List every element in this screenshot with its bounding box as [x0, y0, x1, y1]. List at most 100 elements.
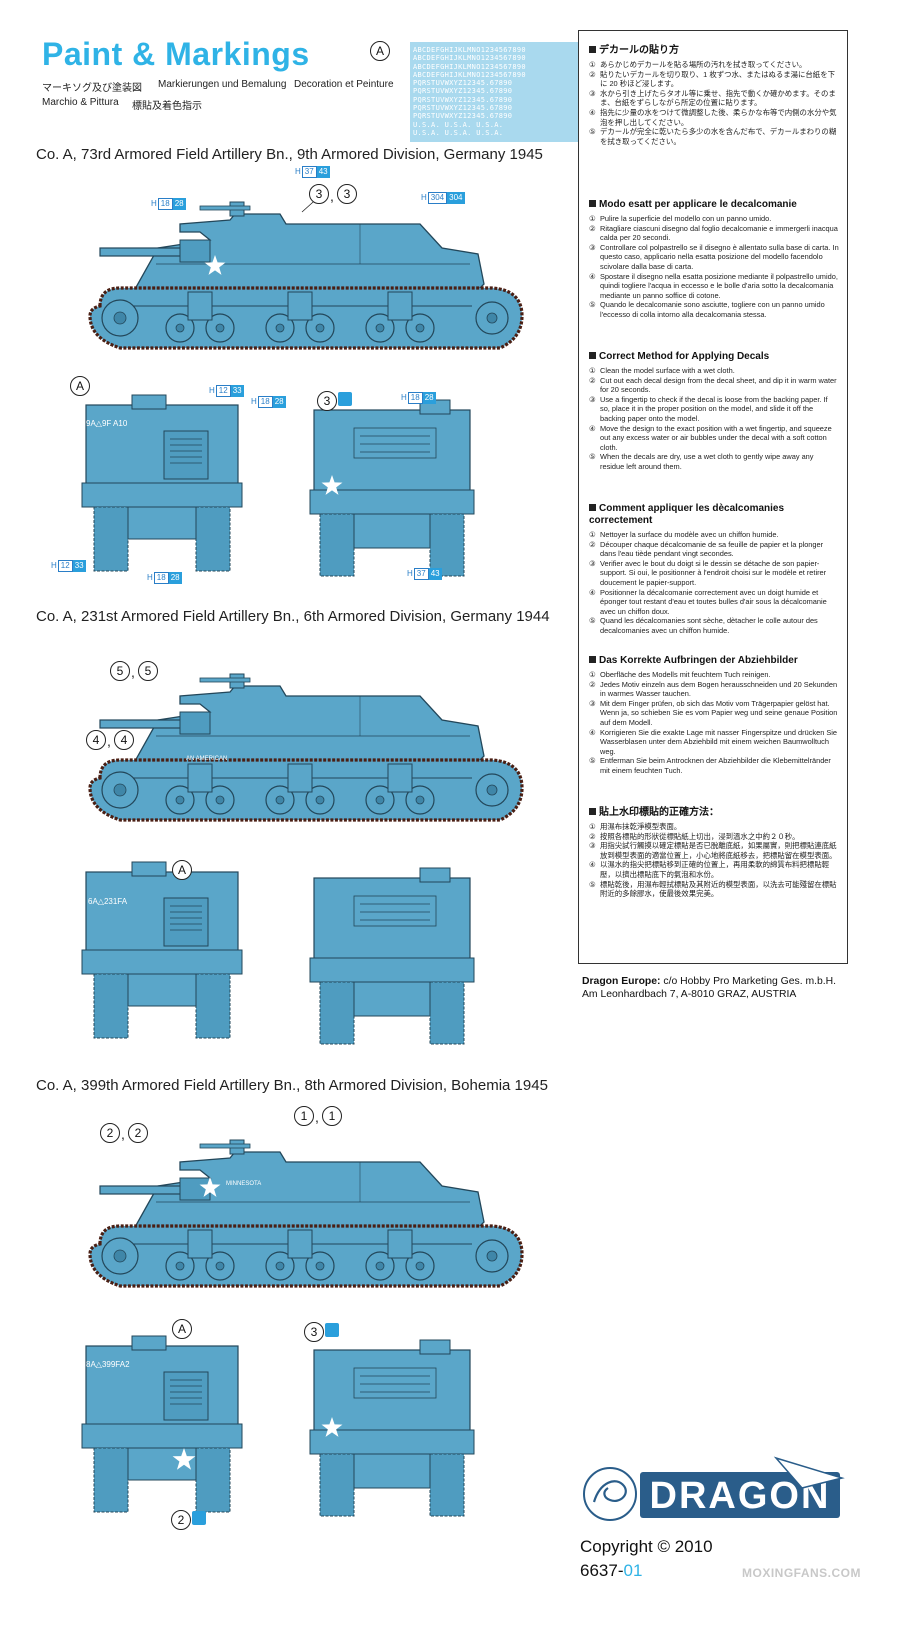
- instruction-heading: Comment appliquer les dècalcomanies corr…: [589, 503, 785, 526]
- callout-5: 5: [110, 661, 130, 681]
- callout-3: 3: [317, 391, 337, 411]
- marking-text: 6A△231FA: [88, 897, 128, 906]
- decal-line: ABCDEFGHIJKLMNO1234567890: [413, 62, 526, 71]
- instruction-heading: Das Korrekte Aufbringen der Abziehbilder: [589, 655, 839, 667]
- callout-separator: ,: [107, 733, 111, 749]
- subtitle-german: Markierungen und Bemalung: [158, 79, 287, 90]
- callout-2: 2: [171, 1510, 191, 1530]
- page-title: Paint & Markings: [42, 36, 310, 72]
- subtitle-french: Decoration et Peinture: [294, 79, 394, 90]
- decal-line: U.S.A. U.S.A. U.S.A.: [413, 120, 504, 129]
- decal-line: U.S.A. U.S.A. U.S.A.: [413, 128, 504, 137]
- callout-2: 2: [128, 1123, 148, 1143]
- company-rest: c/o Hobby Pro Marketing Ges. m.b.H.: [663, 976, 837, 987]
- callout-3: 3: [337, 184, 357, 204]
- scheme-3-side-view: [88, 1138, 524, 1288]
- callout-3: 3: [309, 184, 329, 204]
- instructions-italian: Modo esatt per applicare le decalcomanie…: [589, 199, 839, 320]
- callout-a: A: [70, 376, 90, 396]
- instructions-french: Comment appliquer les dècalcomanies corr…: [589, 503, 839, 636]
- callout-separator: ,: [121, 1126, 125, 1142]
- callout-4: 4: [114, 730, 134, 750]
- callout-1: 1: [294, 1106, 314, 1126]
- decal-line: ABCDEFGHIJKLMNO1234567890: [413, 70, 526, 79]
- marking-text: CRAZY HELEN: [130, 705, 172, 711]
- callout-5: 5: [138, 661, 158, 681]
- scheme-3-title: Co. A, 399th Armored Field Artillery Bn.…: [36, 1077, 548, 1094]
- subtitle-japanese: マーキソグ及び塗装図: [42, 83, 142, 94]
- dragon-logo: DRAGON: [583, 1456, 845, 1521]
- decal-line: ABCDEFGHIJKLMNO1234567890: [413, 54, 526, 63]
- decal-line: PQRSTUVWXYZ12345.67890: [413, 112, 513, 121]
- marking-text: 9A△9F A10: [86, 419, 128, 428]
- scheme-1-side-view: [88, 193, 524, 350]
- copyright: Copyright © 2010: [580, 1537, 713, 1556]
- company-label: Dragon Europe:: [582, 976, 661, 987]
- company-address: Dragon Europe: c/o Hobby Pro Marketing G…: [582, 975, 852, 1001]
- callout-3: 3: [304, 1322, 324, 1342]
- decal-swatch-icon: [338, 392, 352, 406]
- instruction-heading: 貼上水印標貼的正確方法：: [589, 807, 839, 819]
- subtitle-chinese: 標貼及着色指示: [132, 101, 202, 112]
- callout-separator: ,: [330, 188, 334, 204]
- subtitle-italian: Marchio & Pittura: [42, 97, 119, 108]
- decal-sheet-preview: ABCDEFGHIJKLMNO1234567890 ABCDEFGHIJKLMN…: [410, 42, 582, 142]
- instructions-german: Das Korrekte Aufbringen der Abziehbilder…: [589, 655, 839, 776]
- marker-a-callout: A: [370, 41, 390, 61]
- callout-2: 2: [100, 1123, 120, 1143]
- decal-line: PQRSTUVWXYZ12345.67890: [413, 79, 513, 88]
- company-street: Am Leonhardbach 7, A-8010 GRAZ, AUSTRIA: [582, 989, 797, 1000]
- decal-swatch-icon: [192, 1511, 206, 1525]
- scheme-1-title: Co. A, 73rd Armored Field Artillery Bn.,…: [36, 146, 543, 163]
- callout-separator: ,: [315, 1109, 319, 1125]
- decal-swatch-icon: [325, 1323, 339, 1337]
- callout-a: A: [172, 1319, 192, 1339]
- marking-text: MINNESOTA: [226, 1181, 262, 1187]
- dragon-emblem-icon: [583, 1467, 637, 1521]
- paper-plane-icon: [773, 1456, 845, 1489]
- decal-line: PQRSTUVWXYZ12345.67890: [413, 95, 513, 104]
- instruction-heading: Modo esatt per applicare le decalcomanie: [589, 199, 839, 211]
- instruction-heading: Correct Method for Applying Decals: [589, 351, 839, 363]
- scheme-1-rear-view: [309, 399, 475, 577]
- callout-separator: ,: [131, 664, 135, 680]
- scheme-2-front-view: [81, 861, 243, 1039]
- product-code: 6637-01: [580, 1561, 643, 1580]
